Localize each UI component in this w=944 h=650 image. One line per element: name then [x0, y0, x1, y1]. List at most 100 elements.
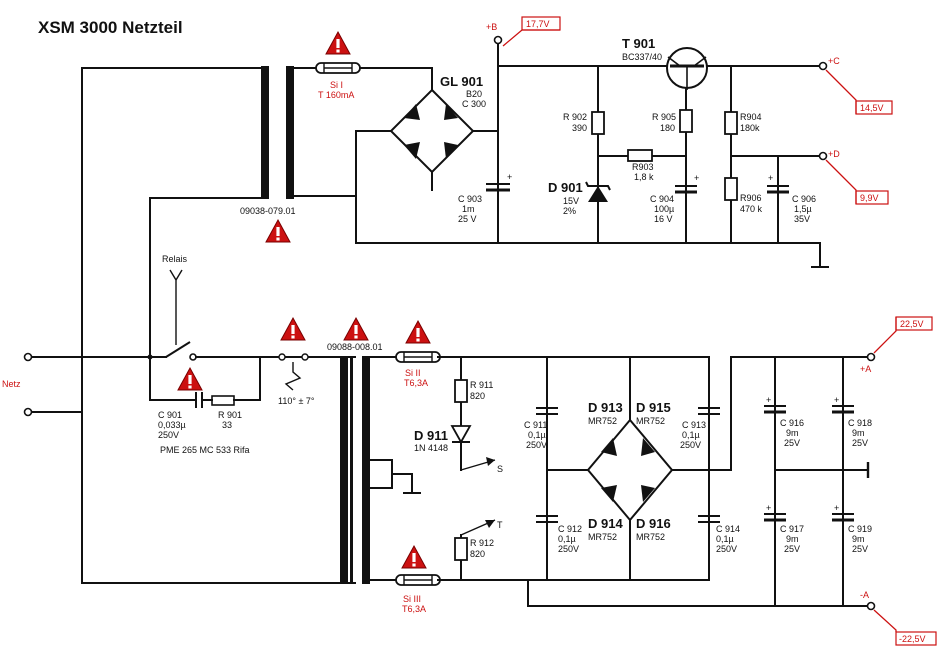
resistor-r911 [454, 379, 468, 403]
svg-text:+: + [507, 172, 512, 182]
voltage-b: 17,7V [526, 19, 550, 29]
warning-triangle-icon [401, 545, 427, 569]
components-c914-v1-label: 0,1µ [716, 534, 734, 544]
resistor-r905 [679, 109, 693, 133]
components-r903-v1-label: 1,8 k [634, 172, 654, 182]
components-c903-v2-label: 25 V [458, 214, 477, 224]
components-d901-name-label: D 901 [548, 180, 583, 195]
components-c906-name-label: C 906 [792, 194, 816, 204]
warning-triangle-icon [265, 219, 291, 243]
warning-triangle-icon [280, 317, 306, 341]
fuses-si2-name-label: Si II [405, 368, 421, 378]
bridge-gl901-l2: C 300 [462, 99, 486, 109]
components-c914-name-label: C 914 [716, 524, 740, 534]
resistor-r902 [591, 111, 605, 135]
resistor-r903 [627, 149, 653, 162]
components-c901-v1-label: 0,033µ [158, 420, 186, 430]
warning-triangle-icon [177, 367, 203, 391]
components-c918-v2-label: 25V [852, 438, 868, 448]
transistor-t901 [666, 47, 708, 90]
relay-switch [165, 341, 191, 358]
components-d901-v1-label: 15V [563, 196, 579, 206]
components-c911-v2-label: 250V [526, 440, 547, 450]
components-r901-v1-label: 33 [222, 420, 232, 430]
components-c904-v1-label: 100µ [654, 204, 674, 214]
fuse-si1-rating: T 160mA [318, 90, 354, 100]
components-d913-name-label: D 913 [588, 400, 623, 415]
components-c901-v2-label: 250V [158, 430, 179, 440]
lower-transformer: 09088-008.01 [327, 317, 383, 584]
components-c911-v1-label: 0,1µ [528, 430, 546, 440]
transistor-name-label: T 901 [622, 36, 655, 51]
bridge-d913-d916 [586, 418, 674, 522]
transformers-lower-label: 09088-008.01 [327, 342, 383, 352]
components-d911-v1-label: 1N 4148 [414, 443, 448, 453]
voltage-minus-a: -22,5V [899, 634, 926, 644]
voltage-plus-a: 22,5V [900, 319, 924, 329]
bridge-rectifier-gl901: GL 901 B20 C 300 [389, 74, 486, 174]
components-d913-v1-label: MR752 [588, 416, 617, 426]
components-c919-v1-label: 9m [852, 534, 865, 544]
components-c901-name-label: C 901 [158, 410, 182, 420]
warning-triangle-icon [405, 320, 431, 344]
components-r901-name-label: R 901 [218, 410, 242, 420]
components-c901-note-label: PME 265 MC 533 Rifa [160, 445, 250, 455]
components-c903-name-label: C 903 [458, 194, 482, 204]
components-d916-name-label: D 916 [636, 516, 671, 531]
components-r911-v1-label: 820 [470, 391, 485, 401]
components-c919-name-label: C 919 [848, 524, 872, 534]
nodes-plus-a-label: +A [860, 364, 871, 374]
upper-transformer: 09038-079.01 [240, 66, 296, 243]
warning-triangle-icon [325, 31, 351, 55]
svg-text:+: + [766, 395, 771, 405]
nodes-t-label: T [497, 520, 503, 530]
voltage-d: 9,9V [860, 193, 879, 203]
components-d911-name-label: D 911 [414, 428, 448, 443]
nodes-d-label: +D [828, 149, 840, 159]
upper-transformer-label: 09038-079.01 [240, 206, 296, 216]
diode-d911 [450, 425, 472, 444]
fuses-si3-name-label: Si III [403, 594, 421, 604]
components-c904-name-label: C 904 [650, 194, 674, 204]
nodes-minus-a-label: -A [860, 590, 869, 600]
components-r905-name-label: R 905 [652, 112, 676, 122]
components-c911-name-label: C 911 [524, 420, 547, 430]
components-r911-name-label: R 911 [470, 380, 493, 390]
relais-label: Relais [162, 254, 188, 264]
fuses-si2-rating-label: T6,3A [404, 378, 428, 388]
svg-text:+: + [766, 503, 771, 513]
svg-text:+: + [768, 173, 773, 183]
fuse-icon [395, 574, 441, 586]
components-r902-v1-label: 390 [572, 123, 587, 133]
components-d914-name-label: D 914 [588, 516, 623, 531]
nodes-s-label: S [497, 464, 503, 474]
components-c903-v1-label: 1m [462, 204, 475, 214]
components-r912-v1-label: 820 [470, 549, 485, 559]
components-r906-v1-label: 470 k [740, 204, 763, 214]
fuse-icon [395, 351, 441, 363]
components-d914-v1-label: MR752 [588, 532, 617, 542]
components-d915-name-label: D 915 [636, 400, 671, 415]
components-r904-v1-label: 180k [740, 123, 760, 133]
bridge-gl901-l1: B20 [466, 89, 482, 99]
node-b-label: +B [486, 22, 497, 32]
components-c913-v1-label: 0,1µ [682, 430, 700, 440]
components-r905-v1-label: 180 [660, 123, 675, 133]
fuse-icon [315, 62, 361, 74]
components-c918-v1-label: 9m [852, 428, 865, 438]
components-c917-v2-label: 25V [784, 544, 800, 554]
components-c906-v2-label: 35V [794, 214, 810, 224]
bridge-gl901-name: GL 901 [440, 74, 483, 89]
capacitor-c903: + C 903 1m 25 V [458, 172, 512, 224]
components-c919-v2-label: 25V [852, 544, 868, 554]
resistor-r901 [211, 395, 235, 406]
resistor-r912 [454, 537, 468, 561]
components-c914-v2-label: 250V [716, 544, 737, 554]
warning-triangle-icon [343, 317, 369, 341]
components-d916-v1-label: MR752 [636, 532, 665, 542]
components-c913-name-label: C 913 [682, 420, 706, 430]
resistor-r904 [724, 111, 738, 135]
components-c917-name-label: C 917 [780, 524, 804, 534]
components-c918-name-label: C 918 [848, 418, 872, 428]
components-r904-name-label: R904 [740, 112, 762, 122]
